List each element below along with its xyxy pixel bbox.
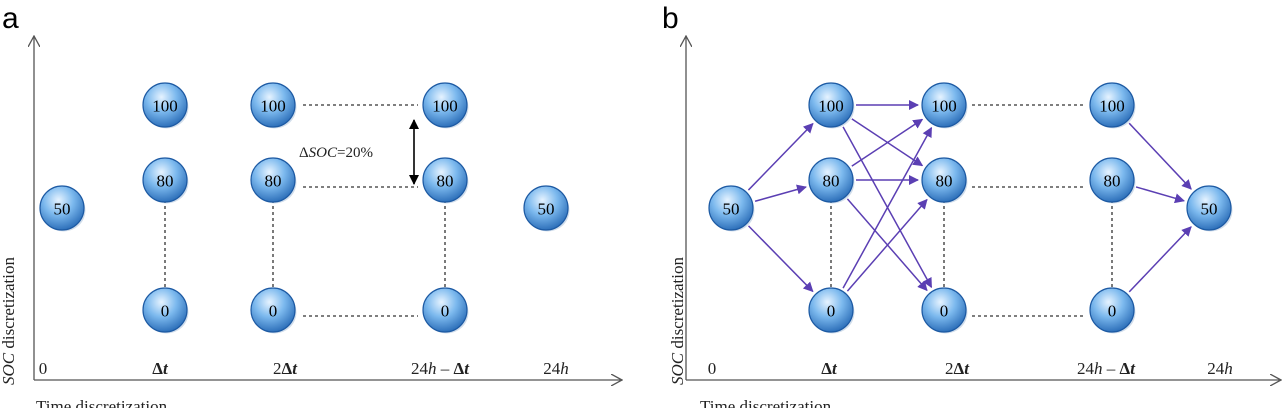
soc-node: 0 [808,287,855,334]
soc-node-label: 80 [823,172,840,191]
transition-arrow [1135,186,1185,204]
soc-node: 80 [921,157,968,204]
dashed-connectors-b [830,104,1113,317]
tick-label: Δt [152,359,169,378]
tick-label: 24h [1207,359,1233,378]
soc-node: 100 [808,82,855,129]
soc-node: 80 [250,157,297,204]
soc-node-label: 100 [931,97,957,116]
soc-node-label: 50 [538,200,555,219]
soc-node-label: 0 [940,302,949,321]
soc-node-label: 100 [432,97,458,116]
dashed-connectors-a [164,104,446,317]
soc-node: 80 [142,157,189,204]
soc-node: 50 [1186,185,1233,232]
x-axis-label-b: Time discretization [700,397,832,408]
panel-letter-b: b [662,2,679,35]
soc-node-label: 100 [152,97,178,116]
soc-node: 0 [422,287,469,334]
panel-letter-a: a [2,2,19,35]
soc-node-label: 0 [827,302,836,321]
soc-node-label: 50 [54,200,71,219]
tick-label: Δt [821,359,838,378]
tick-labels-b: 0 Δt 2Δt 24h – Δt 24h [708,359,1233,378]
transition-arrow [846,198,928,292]
transition-arrow [851,118,924,167]
panel-a: a SOC discretization Time discretization… [0,2,622,408]
transition-arrow [842,126,933,289]
node-layer-b: 50 50 100 80 0 100 80 0 100 80 0 [708,82,1233,334]
soc-node: 100 [422,82,469,129]
soc-node-label: 50 [723,200,740,219]
soc-node-label: 0 [161,302,170,321]
soc-node-label: 80 [1104,172,1121,191]
soc-node: 50 [708,185,755,232]
transition-arrow [1128,226,1192,293]
soc-node-label: 100 [1099,97,1125,116]
soc-node-label: 80 [265,172,282,191]
tick-label: 2Δt [945,359,970,378]
soc-node: 0 [1089,287,1136,334]
y-axis-label-a: SOC discretization [0,257,18,385]
soc-node: 80 [422,157,469,204]
soc-node-label: 80 [157,172,174,191]
transition-arrow [747,122,814,191]
soc-node-label: 50 [1201,200,1218,219]
tick-label: 24h – Δt [411,359,470,378]
soc-node-label: 100 [818,97,844,116]
soc-node: 0 [250,287,297,334]
tick-labels-a: 0 Δt 2Δt 24h – Δt 24h [39,359,569,378]
transition-arrow [1128,122,1192,190]
soc-node: 100 [1089,82,1136,129]
tick-label: 2Δt [273,359,298,378]
soc-node: 80 [808,157,855,204]
soc-node: 0 [921,287,968,334]
tick-label: 24h – Δt [1077,359,1136,378]
soc-node-label: 0 [1108,302,1117,321]
soc-node-label: 100 [260,97,286,116]
soc-node-label: 0 [441,302,450,321]
y-axis-label-b: SOC discretization [668,257,687,385]
soc-node: 0 [142,287,189,334]
soc-node-label: 80 [437,172,454,191]
transition-arrow [747,225,814,293]
soc-node-label: 80 [936,172,953,191]
x-axis-label-a: Time discretization [36,397,168,408]
soc-node: 100 [142,82,189,129]
soc-node: 50 [39,185,86,232]
node-layer-a: 50 50 100 80 0 100 80 0 100 80 0 [39,82,570,334]
panel-b: b SOC discretization Time discretization… [662,2,1281,408]
delta-soc-annotation: ΔSOC=20% [299,145,373,161]
tick-label: 0 [39,359,48,378]
soc-node: 100 [921,82,968,129]
tick-label: 0 [708,359,717,378]
tick-label: 24h [543,359,569,378]
transition-arrows-b [747,100,1192,293]
soc-node: 50 [523,185,570,232]
soc-node: 100 [250,82,297,129]
soc-node-label: 0 [269,302,278,321]
transition-arrow [754,184,807,202]
soc-node: 80 [1089,157,1136,204]
